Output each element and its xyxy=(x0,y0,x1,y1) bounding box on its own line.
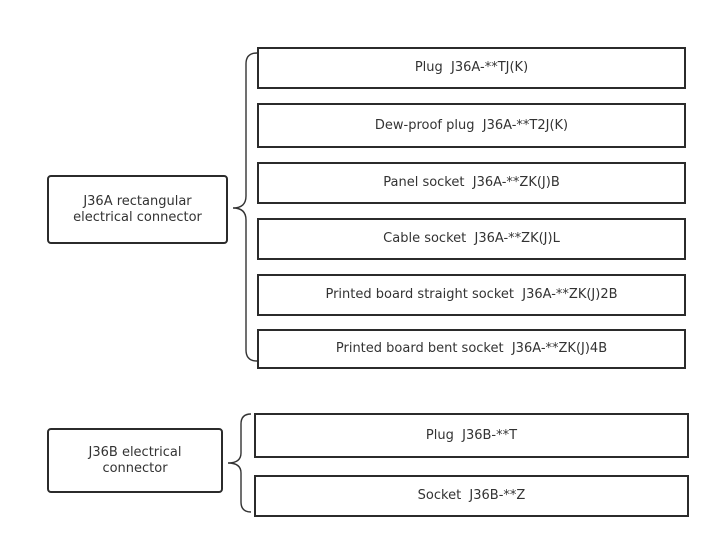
root-node-j36b: J36B electrical connector xyxy=(47,428,223,493)
root-node-j36a: J36A rectangular electrical connector xyxy=(47,175,228,244)
child-node-label: Plug J36B-**T xyxy=(425,427,518,443)
child-node-label: Panel socket J36A-**ZK(J)B xyxy=(383,175,560,190)
child-node-socket-j36b: Socket J36B-**Z xyxy=(254,475,689,517)
brace-j36a xyxy=(232,52,258,362)
root-node-j36b-line1: J36B electrical xyxy=(88,444,182,460)
root-node-j36b-line2: connector xyxy=(102,460,168,476)
child-node-label: Plug J36A-**TJ(K) xyxy=(414,60,529,75)
child-node-plug-j36b: Plug J36B-**T xyxy=(254,413,689,458)
child-node-dew-proof-plug: Dew-proof plug J36A-**T2J(K) xyxy=(257,103,686,148)
child-node-printed-board-straight-socket: Printed board straight socket J36A-**ZK(… xyxy=(257,274,686,316)
brace-j36b xyxy=(227,413,252,513)
child-node-printed-board-bent-socket: Printed board bent socket J36A-**ZK(J)4B xyxy=(257,329,686,369)
root-node-j36b-label: J36B electrical connector xyxy=(89,445,182,477)
child-node-label: Printed board straight socket J36A-**ZK(… xyxy=(325,287,618,302)
root-node-j36a-line2: electrical connector xyxy=(73,209,202,225)
child-node-plug-j36a: Plug J36A-**TJ(K) xyxy=(257,47,686,89)
root-node-j36a-label: J36A rectangular electrical connector xyxy=(73,194,202,226)
root-node-j36a-line1: J36A rectangular xyxy=(83,193,192,209)
child-node-cable-socket: Cable socket J36A-**ZK(J)L xyxy=(257,218,686,260)
child-node-label: Dew-proof plug J36A-**T2J(K) xyxy=(374,117,569,133)
child-node-label: Socket J36B-**Z xyxy=(417,488,526,503)
child-node-label: Cable socket J36A-**ZK(J)L xyxy=(383,231,560,246)
child-node-panel-socket: Panel socket J36A-**ZK(J)B xyxy=(257,162,686,204)
child-node-label: Printed board bent socket J36A-**ZK(J)4B xyxy=(335,341,608,356)
